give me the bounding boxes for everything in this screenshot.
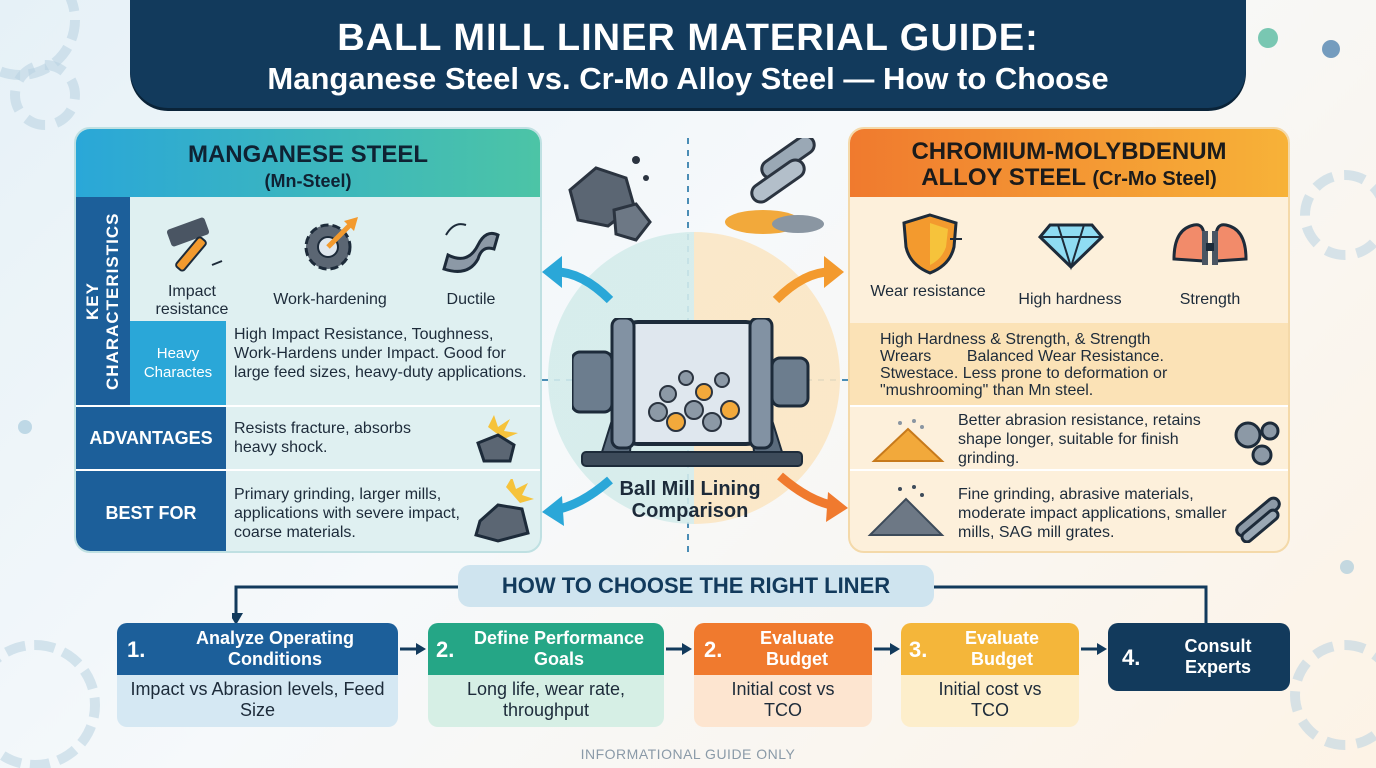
heavy-characteristics-tab: Heavy Charactes bbox=[130, 321, 226, 405]
step-2-title: Define Performance Goals bbox=[473, 628, 645, 669]
impact-rock-icon bbox=[474, 479, 534, 543]
impact-resistance-label: Impact resistance bbox=[155, 283, 229, 318]
row-separator bbox=[76, 405, 540, 407]
hammer-icon bbox=[166, 217, 223, 272]
step-3-number: 2. bbox=[704, 637, 723, 662]
shield-icon bbox=[902, 213, 962, 275]
step-1-title: Analyze Operating Conditions bbox=[195, 628, 355, 669]
crmo-characteristics-text: High Hardness & Strength, & Strength Wre… bbox=[880, 331, 1168, 399]
manganese-advantages-text: Resists fracture, absorbs heavy shock. bbox=[234, 420, 411, 456]
arrow-right-up-icon bbox=[772, 256, 844, 304]
fine-powder-icon bbox=[867, 485, 945, 536]
steel-bars-powder-icon bbox=[725, 138, 824, 234]
step-1-body: Impact vs Abrasion levels, Feed Size bbox=[117, 675, 398, 727]
fracture-rock-icon bbox=[476, 415, 518, 463]
manganese-best-for-text: Primary grinding, larger mills, applicat… bbox=[234, 486, 460, 541]
step-3-title: Evaluate Budget bbox=[759, 628, 835, 669]
step-2-header: 2. Define Performance Goals bbox=[428, 623, 664, 675]
step-5-title: Consult Experts bbox=[1184, 636, 1252, 677]
manganese-panel: MANGANESE STEEL (Mn-Steel) KEY CHARACTER… bbox=[74, 127, 542, 553]
wear-resistance-label: Wear resistance bbox=[870, 283, 986, 300]
row-separator bbox=[76, 469, 540, 471]
molecule-icon bbox=[1340, 560, 1354, 574]
process-loop-line bbox=[232, 585, 1208, 625]
step-4-title: Evaluate Budget bbox=[964, 628, 1040, 669]
choose-title: HOW TO CHOOSE THE RIGHT LINER bbox=[458, 565, 934, 607]
step-4-body: Initial cost vs TCO bbox=[901, 675, 1079, 727]
step-arrow-icon bbox=[666, 643, 692, 655]
crmo-title: CHROMIUM-MOLYBDENUM bbox=[911, 138, 1227, 165]
background-gear-icon bbox=[10, 60, 80, 130]
crmo-panel: CHROMIUM-MOLYBDENUM ALLOY STEEL (Cr-Mo S… bbox=[848, 127, 1290, 553]
high-hardness-label: High hardness bbox=[1018, 291, 1122, 308]
ductile-label: Ductile bbox=[446, 291, 496, 308]
crmo-title-line2: ALLOY STEEL (Cr-Mo Steel) bbox=[921, 164, 1217, 191]
step-arrow-icon bbox=[1081, 643, 1107, 655]
step-5-number: 4. bbox=[1122, 645, 1141, 670]
page-title: BALL MILL LINER MATERIAL GUIDE: bbox=[337, 17, 1039, 59]
crmo-characteristics-band bbox=[850, 323, 1288, 405]
step-2-number: 2. bbox=[436, 637, 455, 662]
step-arrow-icon bbox=[874, 643, 900, 655]
step-arrow-icon bbox=[400, 643, 426, 655]
crmo-title-bar: CHROMIUM-MOLYBDENUM ALLOY STEEL (Cr-Mo S… bbox=[850, 129, 1288, 197]
manganese-title: MANGANESE STEEL bbox=[187, 141, 429, 168]
background-gear-icon bbox=[1290, 640, 1376, 750]
crmo-advantages-text: Better abrasion resistance, retains shap… bbox=[958, 412, 1201, 467]
work-hardening-label: Work-hardening bbox=[273, 291, 387, 308]
step-5-box: 4. Consult Experts bbox=[1108, 623, 1290, 691]
header-banner: BALL MILL LINER MATERIAL GUIDE: Manganes… bbox=[130, 0, 1246, 108]
page-subtitle: Manganese Steel vs. Cr-Mo Alloy Steel — … bbox=[267, 61, 1109, 96]
muscle-icon bbox=[1172, 223, 1248, 265]
step-4-header: 3. Evaluate Budget bbox=[901, 623, 1079, 675]
powder-pile-icon bbox=[871, 419, 945, 462]
gear-arrow-icon bbox=[304, 217, 358, 271]
molecule-icon bbox=[1258, 28, 1278, 48]
strength-label: Strength bbox=[1179, 291, 1241, 308]
arrow-right-down-icon bbox=[777, 472, 848, 522]
row-separator bbox=[850, 469, 1288, 471]
step-1-header: 1. Analyze Operating Conditions bbox=[117, 623, 398, 675]
coarse-rock-icon bbox=[568, 156, 652, 242]
arrow-left-down-icon bbox=[542, 476, 613, 526]
manganese-title-bar: MANGANESE STEEL (Mn-Steel) bbox=[76, 129, 540, 197]
step-2-body: Long life, wear rate, throughput bbox=[428, 675, 664, 727]
molecule-icon bbox=[18, 420, 32, 434]
crmo-best-for-text: Fine grinding, abrasive materials, moder… bbox=[958, 486, 1227, 541]
key-characteristics-tab: KEY CHARACTERISTICS bbox=[76, 197, 130, 405]
step-4-number: 3. bbox=[909, 637, 928, 662]
footer-note: INFORMATIONAL GUIDE ONLY bbox=[580, 746, 796, 762]
step-1-number: 1. bbox=[127, 637, 146, 662]
arrow-left-up-icon bbox=[542, 256, 614, 304]
grinding-balls-icon bbox=[1234, 421, 1280, 466]
manganese-subtitle: (Mn-Steel) bbox=[264, 171, 352, 191]
step-3-body: Initial cost vs TCO bbox=[694, 675, 872, 727]
background-gear-icon bbox=[1300, 170, 1376, 260]
diamond-icon bbox=[1037, 223, 1105, 271]
step-3-header: 2. Evaluate Budget bbox=[694, 623, 872, 675]
ball-mill-icon bbox=[572, 318, 810, 467]
manganese-advantages-tab: ADVANTAGES bbox=[76, 407, 226, 469]
manganese-characteristics-text: High Impact Resistance, Toughness, Work-… bbox=[234, 326, 527, 381]
center-label: Ball Mill Lining Comparison bbox=[619, 478, 761, 522]
bending-bar-icon bbox=[442, 223, 500, 273]
background-gear-icon bbox=[0, 640, 100, 768]
row-separator bbox=[850, 405, 1288, 407]
molecule-icon bbox=[1322, 40, 1340, 58]
steel-rods-icon bbox=[1235, 496, 1281, 543]
manganese-best-for-tab: BEST FOR bbox=[76, 471, 226, 551]
